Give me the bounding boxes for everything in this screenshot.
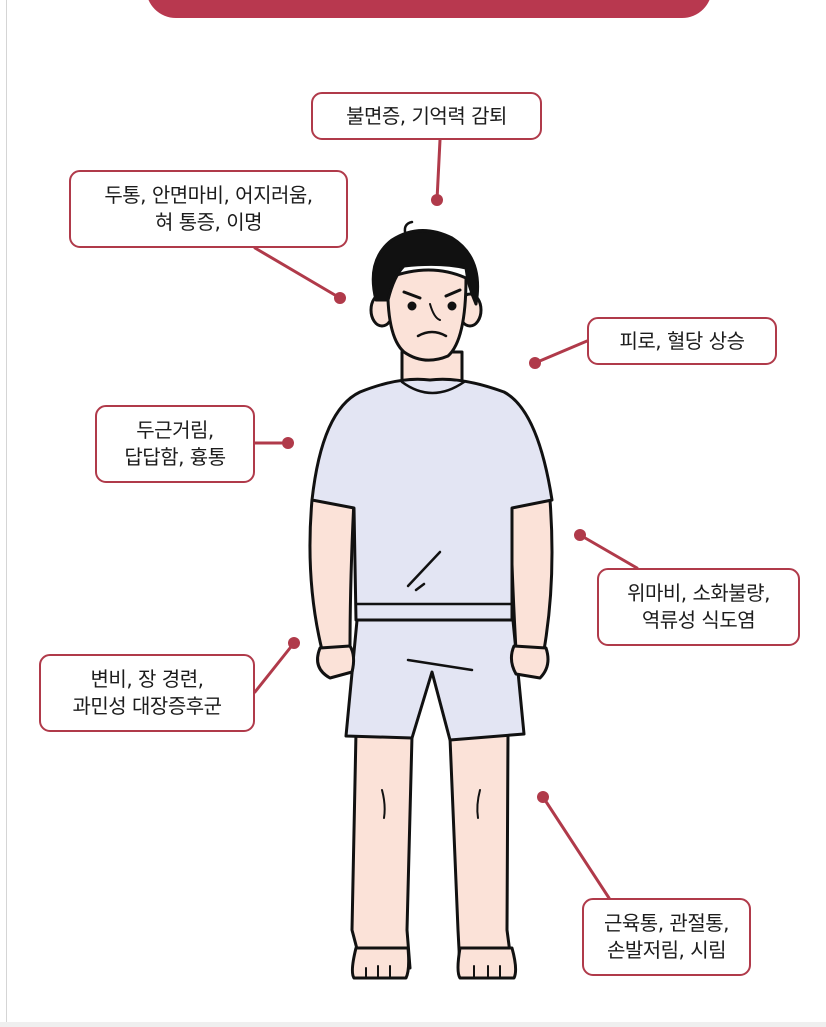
symptom-label-neck-right: 피로, 혈당 상승 [587,317,777,365]
page-border [6,0,7,1027]
header-banner [146,0,712,18]
right-leg [448,730,514,970]
face [386,268,468,362]
right-hand [509,644,550,680]
right-foot [456,946,518,980]
connector-lines [253,138,639,900]
symptom-label-bowel-left: 변비, 장 경련, 과민성 대장증후군 [39,654,255,732]
right-arm [508,498,554,652]
symptom-label-head-top: 불면증, 기억력 감퇴 [311,92,542,140]
symptom-label-stomach-right: 위마비, 소화불량, 역류성 식도염 [597,568,800,646]
left-foot [350,946,411,980]
shirt [310,377,554,622]
symptom-label-head-left: 두통, 안면마비, 어지러움, 혀 통증, 이명 [69,170,348,248]
shorts [344,608,526,742]
left-arm [308,498,356,652]
symptom-label-legs-right: 근육통, 관절통, 손발저림, 시림 [582,898,751,976]
left-hand [316,644,356,680]
page-bottom-strip [0,1022,826,1027]
left-leg [350,730,414,970]
connector-dots [282,194,586,803]
symptom-label-chest-left: 두근거림, 답답함, 흉통 [95,405,255,483]
hair [371,228,480,306]
